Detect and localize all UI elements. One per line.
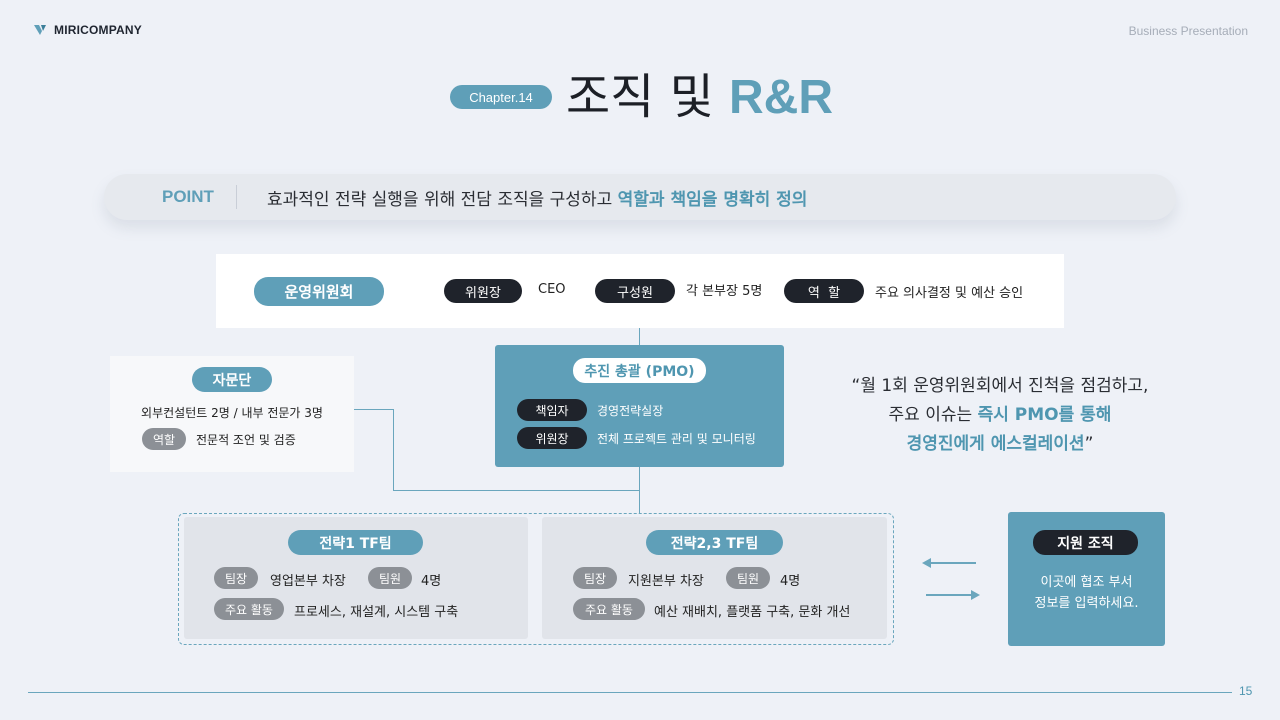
tf1-panel: 전략1 TF팀 팀장 영업본부 차장 팀원 4명 주요 활동 프로세스, 재설계… [184, 517, 528, 639]
quote-line-2-plain: 주요 이슈는 [888, 405, 978, 425]
tf1-leader-value: 영업본부 차장 [270, 574, 346, 589]
connector-line-advisory-h [354, 409, 394, 410]
connector-line-advisory-join [393, 490, 640, 491]
footer-line [28, 692, 1232, 693]
title-main: 조직 및 [566, 69, 714, 125]
tf2-activity-label: 주요 활동 [573, 598, 645, 620]
support-panel: 지원 조직 이곳에 협조 부서 정보를 입력하세요. [1008, 512, 1165, 646]
committee-name-badge: 운영위원회 [254, 277, 384, 306]
tf2-leader-value: 지원본부 차장 [628, 574, 704, 589]
tf1-member-value: 4명 [421, 574, 442, 589]
support-text-line-2: 정보를 입력하세요. [1034, 596, 1139, 611]
connector-line-committee-pmo [639, 328, 640, 345]
company-logo: MIRICOMPANY [32, 22, 142, 38]
tf2-name-badge: 전략2,3 TF팀 [646, 530, 783, 555]
quote-block: “월 1회 운영위원회에서 진척을 점검하고, 주요 이슈는 즉시 PMO를 통… [830, 372, 1170, 459]
committee-role-label: 역 할 [784, 279, 864, 303]
advisory-role-label: 역할 [142, 428, 186, 450]
tf1-leader-label: 팀장 [214, 567, 258, 589]
committee-chair-value: CEO [538, 282, 566, 297]
connector-line-advisory-v [393, 409, 394, 490]
quote-line-2-highlight: 즉시 PMO를 통해 [977, 405, 1112, 425]
quote-line-2: 주요 이슈는 즉시 PMO를 통해 [830, 401, 1170, 430]
quote-line-3-highlight: 경영진에게 에스컬레이션 [906, 434, 1085, 454]
header-subtitle: Business Presentation [1128, 24, 1248, 38]
tf2-member-label: 팀원 [726, 567, 770, 589]
committee-members-value: 각 본부장 5명 [686, 284, 763, 299]
committee-members-label: 구성원 [595, 279, 675, 303]
logo-mark-icon [34, 25, 46, 35]
page-title: 조직 및 R&R [566, 66, 833, 129]
committee-chair-label: 위원장 [444, 279, 522, 303]
point-text-plain: 효과적인 전략 실행을 위해 전담 조직을 구성하고 [267, 189, 613, 210]
exchange-arrows-icon [922, 558, 980, 600]
title-accent: R&R [729, 71, 834, 124]
pmo-chair-label: 위원장 [517, 427, 587, 449]
pmo-lead-label: 책임자 [517, 399, 587, 421]
advisory-name-badge: 자문단 [192, 367, 272, 392]
advisory-role-value: 전문적 조언 및 검증 [196, 433, 296, 447]
quote-line-1: “월 1회 운영위원회에서 진척을 점검하고, [851, 376, 1149, 396]
point-divider [236, 185, 237, 209]
support-text: 이곳에 협조 부서 정보를 입력하세요. [1008, 572, 1165, 614]
tf2-member-value: 4명 [780, 574, 801, 589]
tf1-activity-label: 주요 활동 [214, 598, 284, 620]
quote-line-3: 경영진에게 에스컬레이션” [830, 430, 1170, 459]
pmo-panel: 추진 총괄 (PMO) 책임자 경영전략실장 위원장 전체 프로젝트 관리 및 … [495, 345, 784, 467]
support-text-line-1: 이곳에 협조 부서 [1040, 575, 1133, 590]
pmo-chair-value: 전체 프로젝트 관리 및 모니터링 [597, 432, 756, 446]
tf-teams-group [178, 513, 894, 645]
tf2-panel: 전략2,3 TF팀 팀장 지원본부 차장 팀원 4명 주요 활동 예산 재배치,… [542, 517, 887, 639]
tf1-member-label: 팀원 [368, 567, 412, 589]
tf2-activity-value: 예산 재배치, 플랫폼 구축, 문화 개선 [654, 605, 851, 620]
point-text-highlight: 역할과 책임을 명확히 정의 [617, 189, 808, 210]
tf2-leader-label: 팀장 [573, 567, 617, 589]
chapter-badge: Chapter.14 [450, 85, 552, 109]
point-text: 효과적인 전략 실행을 위해 전담 조직을 구성하고 역할과 책임을 명확히 정… [237, 185, 807, 210]
committee-panel: 운영위원회 위원장 CEO 구성원 각 본부장 5명 역 할 주요 의사결정 및… [216, 254, 1064, 328]
advisory-panel: 자문단 외부컨설턴트 2명 / 내부 전문가 3명 역할 전문적 조언 및 검증 [110, 356, 354, 472]
pmo-lead-value: 경영전략실장 [597, 404, 664, 418]
advisory-members: 외부컨설턴트 2명 / 내부 전문가 3명 [141, 406, 323, 420]
tf1-name-badge: 전략1 TF팀 [288, 530, 423, 555]
point-label: POINT [162, 187, 214, 206]
page-number: 15 [1239, 684, 1253, 698]
support-name-badge: 지원 조직 [1033, 530, 1138, 555]
tf1-activity-value: 프로세스, 재설계, 시스템 구축 [294, 605, 459, 620]
committee-role-value: 주요 의사결정 및 예산 승인 [875, 286, 1024, 301]
pmo-name-badge: 추진 총괄 (PMO) [573, 358, 706, 383]
quote-line-3-end: ” [1084, 434, 1094, 454]
point-bar: POINT 효과적인 전략 실행을 위해 전담 조직을 구성하고 역할과 책임을… [104, 174, 1176, 220]
logo-text: MIRICOMPANY [54, 23, 142, 37]
